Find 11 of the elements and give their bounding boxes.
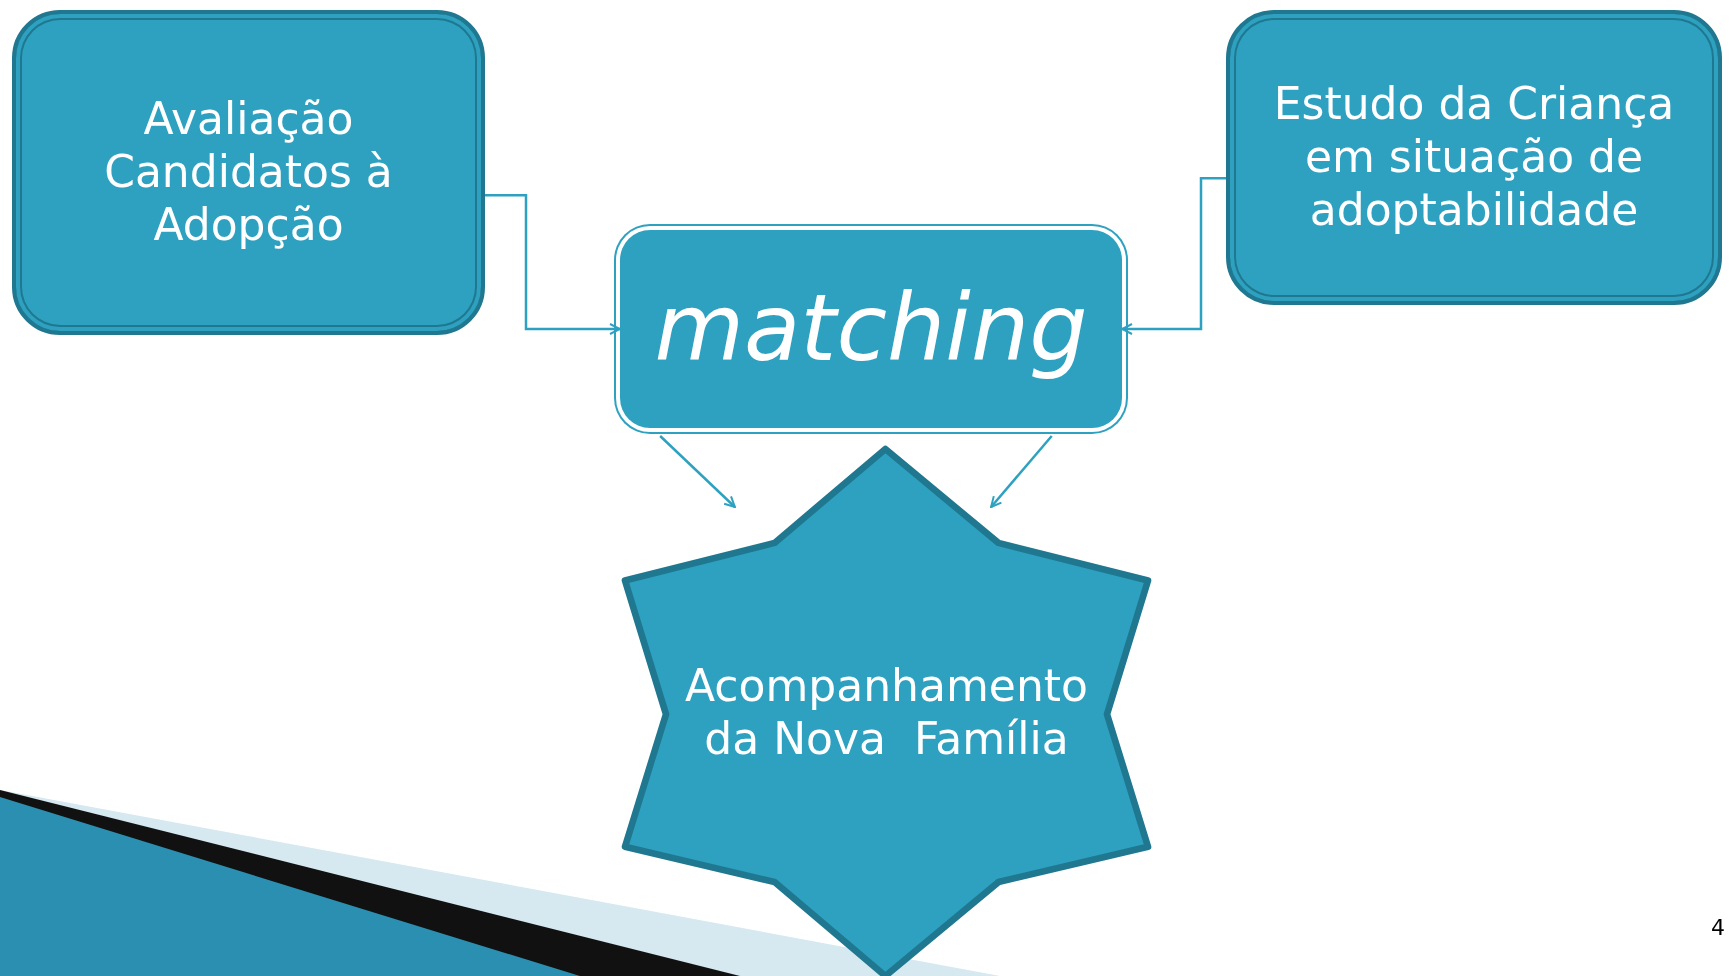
arrow [1121,176,1226,335]
node-text: matching [654,273,1088,384]
node-text: Avaliação Candidatos à Adopção [103,93,394,252]
arrow [990,435,1053,508]
process-box [1226,10,1722,305]
page-number: 4 [1711,915,1725,940]
arrow [485,194,621,335]
process-box [12,10,485,335]
arrow [659,435,736,508]
node-text: Estudo da Criança em situação de adoptabilidade [1272,78,1676,237]
node-text: Acompanhamento da Nova Família [684,659,1089,766]
